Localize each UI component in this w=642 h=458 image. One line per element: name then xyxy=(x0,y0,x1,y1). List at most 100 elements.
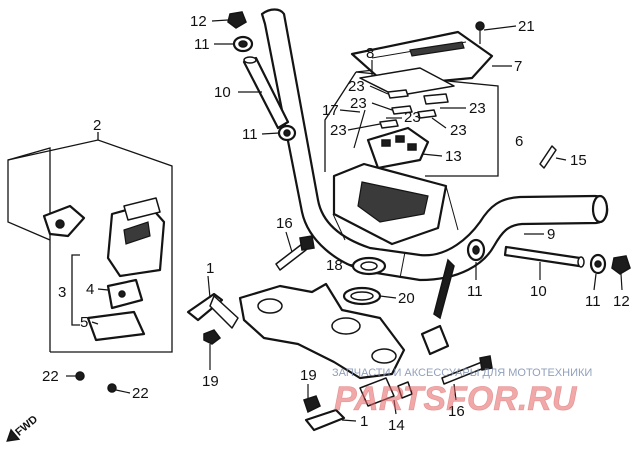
part-7-cover-label xyxy=(409,41,465,57)
callout-6: 6 xyxy=(515,133,523,150)
callout-9: 9 xyxy=(547,226,555,243)
callout-23-a: 23 xyxy=(348,78,365,95)
leader-23a xyxy=(369,85,389,95)
meter-assembly xyxy=(332,21,557,320)
callout-11-right: 11 xyxy=(585,293,601,310)
leader-21 xyxy=(483,25,517,31)
callout-23-c: 23 xyxy=(330,122,347,139)
callout-18: 18 xyxy=(326,257,343,274)
part-13-socket-c xyxy=(407,143,417,151)
callout-4: 4 xyxy=(86,281,94,298)
callout-15: 15 xyxy=(570,152,587,169)
part-11-collar-right-inner-hole xyxy=(472,245,480,255)
callout-23-f: 23 xyxy=(404,109,421,126)
part-10-weight-rod-right xyxy=(503,245,582,268)
watermark: ЗАПЧАСТИ И АКСЕССУАРЫ ДЛЯ МОТОТЕХНИКИ PA… xyxy=(332,367,592,418)
part-22-screw-b xyxy=(107,383,117,393)
callout-10-left: 10 xyxy=(214,84,231,101)
callout-7: 7 xyxy=(514,58,522,75)
part-15-clamp xyxy=(539,145,557,169)
leader-17 xyxy=(339,109,361,113)
callout-22-right: 22 xyxy=(132,385,149,402)
part-16-bolt-lower-head xyxy=(479,355,493,371)
callout-11-mid: 11 xyxy=(242,126,258,143)
callout-8: 8 xyxy=(366,45,374,62)
leader-18 xyxy=(345,263,354,266)
leader-5 xyxy=(91,321,99,325)
handlebar-clamp-mark-a xyxy=(332,213,346,241)
top-bridge-hole-right xyxy=(371,348,397,364)
part-8-lens xyxy=(359,67,455,97)
part-11-collar-lower-hole xyxy=(283,129,291,137)
part-23-bulb-b xyxy=(423,93,449,105)
handlebar-end-right xyxy=(591,194,609,224)
leader-11b xyxy=(261,132,280,135)
callout-2: 2 xyxy=(93,117,101,134)
callout-1-left: 1 xyxy=(206,260,214,277)
part-6-meter-window xyxy=(357,181,429,223)
bracket-group-2 xyxy=(7,147,51,352)
part-12-nut-right xyxy=(611,255,631,275)
leader-12b xyxy=(620,273,623,291)
switch-connector xyxy=(420,324,450,356)
ignition-key xyxy=(42,204,86,238)
part-5-cover xyxy=(86,310,146,342)
part-23-bulb-d xyxy=(417,109,437,119)
ignition-key-hole xyxy=(55,219,65,229)
callout-16-upper: 16 xyxy=(276,215,293,232)
part-16-bolt-upper-head xyxy=(299,235,315,251)
top-bridge-assembly xyxy=(186,235,493,432)
handlebar xyxy=(260,8,609,282)
watermark-brand: PARTSFOR.RU xyxy=(334,380,578,418)
callout-5: 5 xyxy=(80,314,88,331)
callout-19-lower: 19 xyxy=(300,367,317,384)
right-grip-parts xyxy=(466,238,631,275)
part-13-socket-block xyxy=(366,126,430,170)
callout-21: 21 xyxy=(518,18,535,35)
handlebar-clamp-mark-b xyxy=(399,251,406,279)
part-23-bulb-c xyxy=(391,105,413,115)
callout-20: 20 xyxy=(398,290,415,307)
callout-23-b: 23 xyxy=(350,95,367,112)
callout-1-lower: 1 xyxy=(360,413,368,430)
part-14-clamp-b xyxy=(397,381,413,399)
leader-22b xyxy=(115,389,131,394)
part-10-rod-end xyxy=(243,56,257,64)
part-23-bulb-e xyxy=(379,119,399,129)
callout-10-right: 10 xyxy=(530,283,547,300)
part-18-grommet-inner xyxy=(360,261,378,271)
part-4-bolt xyxy=(118,290,126,298)
part-23-bulb-a xyxy=(387,89,409,99)
ignition-key-slot xyxy=(123,221,151,245)
leader-23c xyxy=(347,123,381,131)
part-17-screw xyxy=(353,109,366,149)
callout-13: 13 xyxy=(445,148,462,165)
part-14-clamp-a xyxy=(359,377,395,407)
part-13-socket-b xyxy=(395,135,405,143)
ignition-top-ring xyxy=(123,197,161,221)
leader-16b xyxy=(453,383,457,401)
part-11-collar-top-hole xyxy=(238,40,248,48)
leader-14 xyxy=(393,399,397,415)
part-1-guide-left-arm xyxy=(209,295,239,329)
leader-1b xyxy=(341,419,357,422)
part-11-collar-right-hole xyxy=(594,260,602,268)
callout-17: 17 xyxy=(322,102,339,119)
leader-12a xyxy=(211,19,229,22)
part-20-ring-inner xyxy=(350,291,374,301)
leader-4 xyxy=(97,288,109,291)
part-22-screw-a xyxy=(75,371,85,381)
part-13-socket-a xyxy=(381,139,391,147)
part-6-meter-wire xyxy=(445,185,459,231)
leader-15 xyxy=(555,157,567,161)
callout-12-top: 12 xyxy=(190,13,207,30)
callout-22-left: 22 xyxy=(42,368,59,385)
fwd-indicator: FWD xyxy=(6,413,40,442)
callout-19-left: 19 xyxy=(202,373,219,390)
top-bridge-hole-center xyxy=(331,317,361,335)
callout-12-right: 12 xyxy=(613,293,630,310)
part-1-guide-lower xyxy=(304,408,346,432)
watermark-tagline: ЗАПЧАСТИ И АКСЕССУАРЫ ДЛЯ МОТОТЕХНИКИ xyxy=(332,367,592,379)
part-21-screw-head xyxy=(475,21,485,31)
part-6-meter-cable xyxy=(433,258,455,320)
